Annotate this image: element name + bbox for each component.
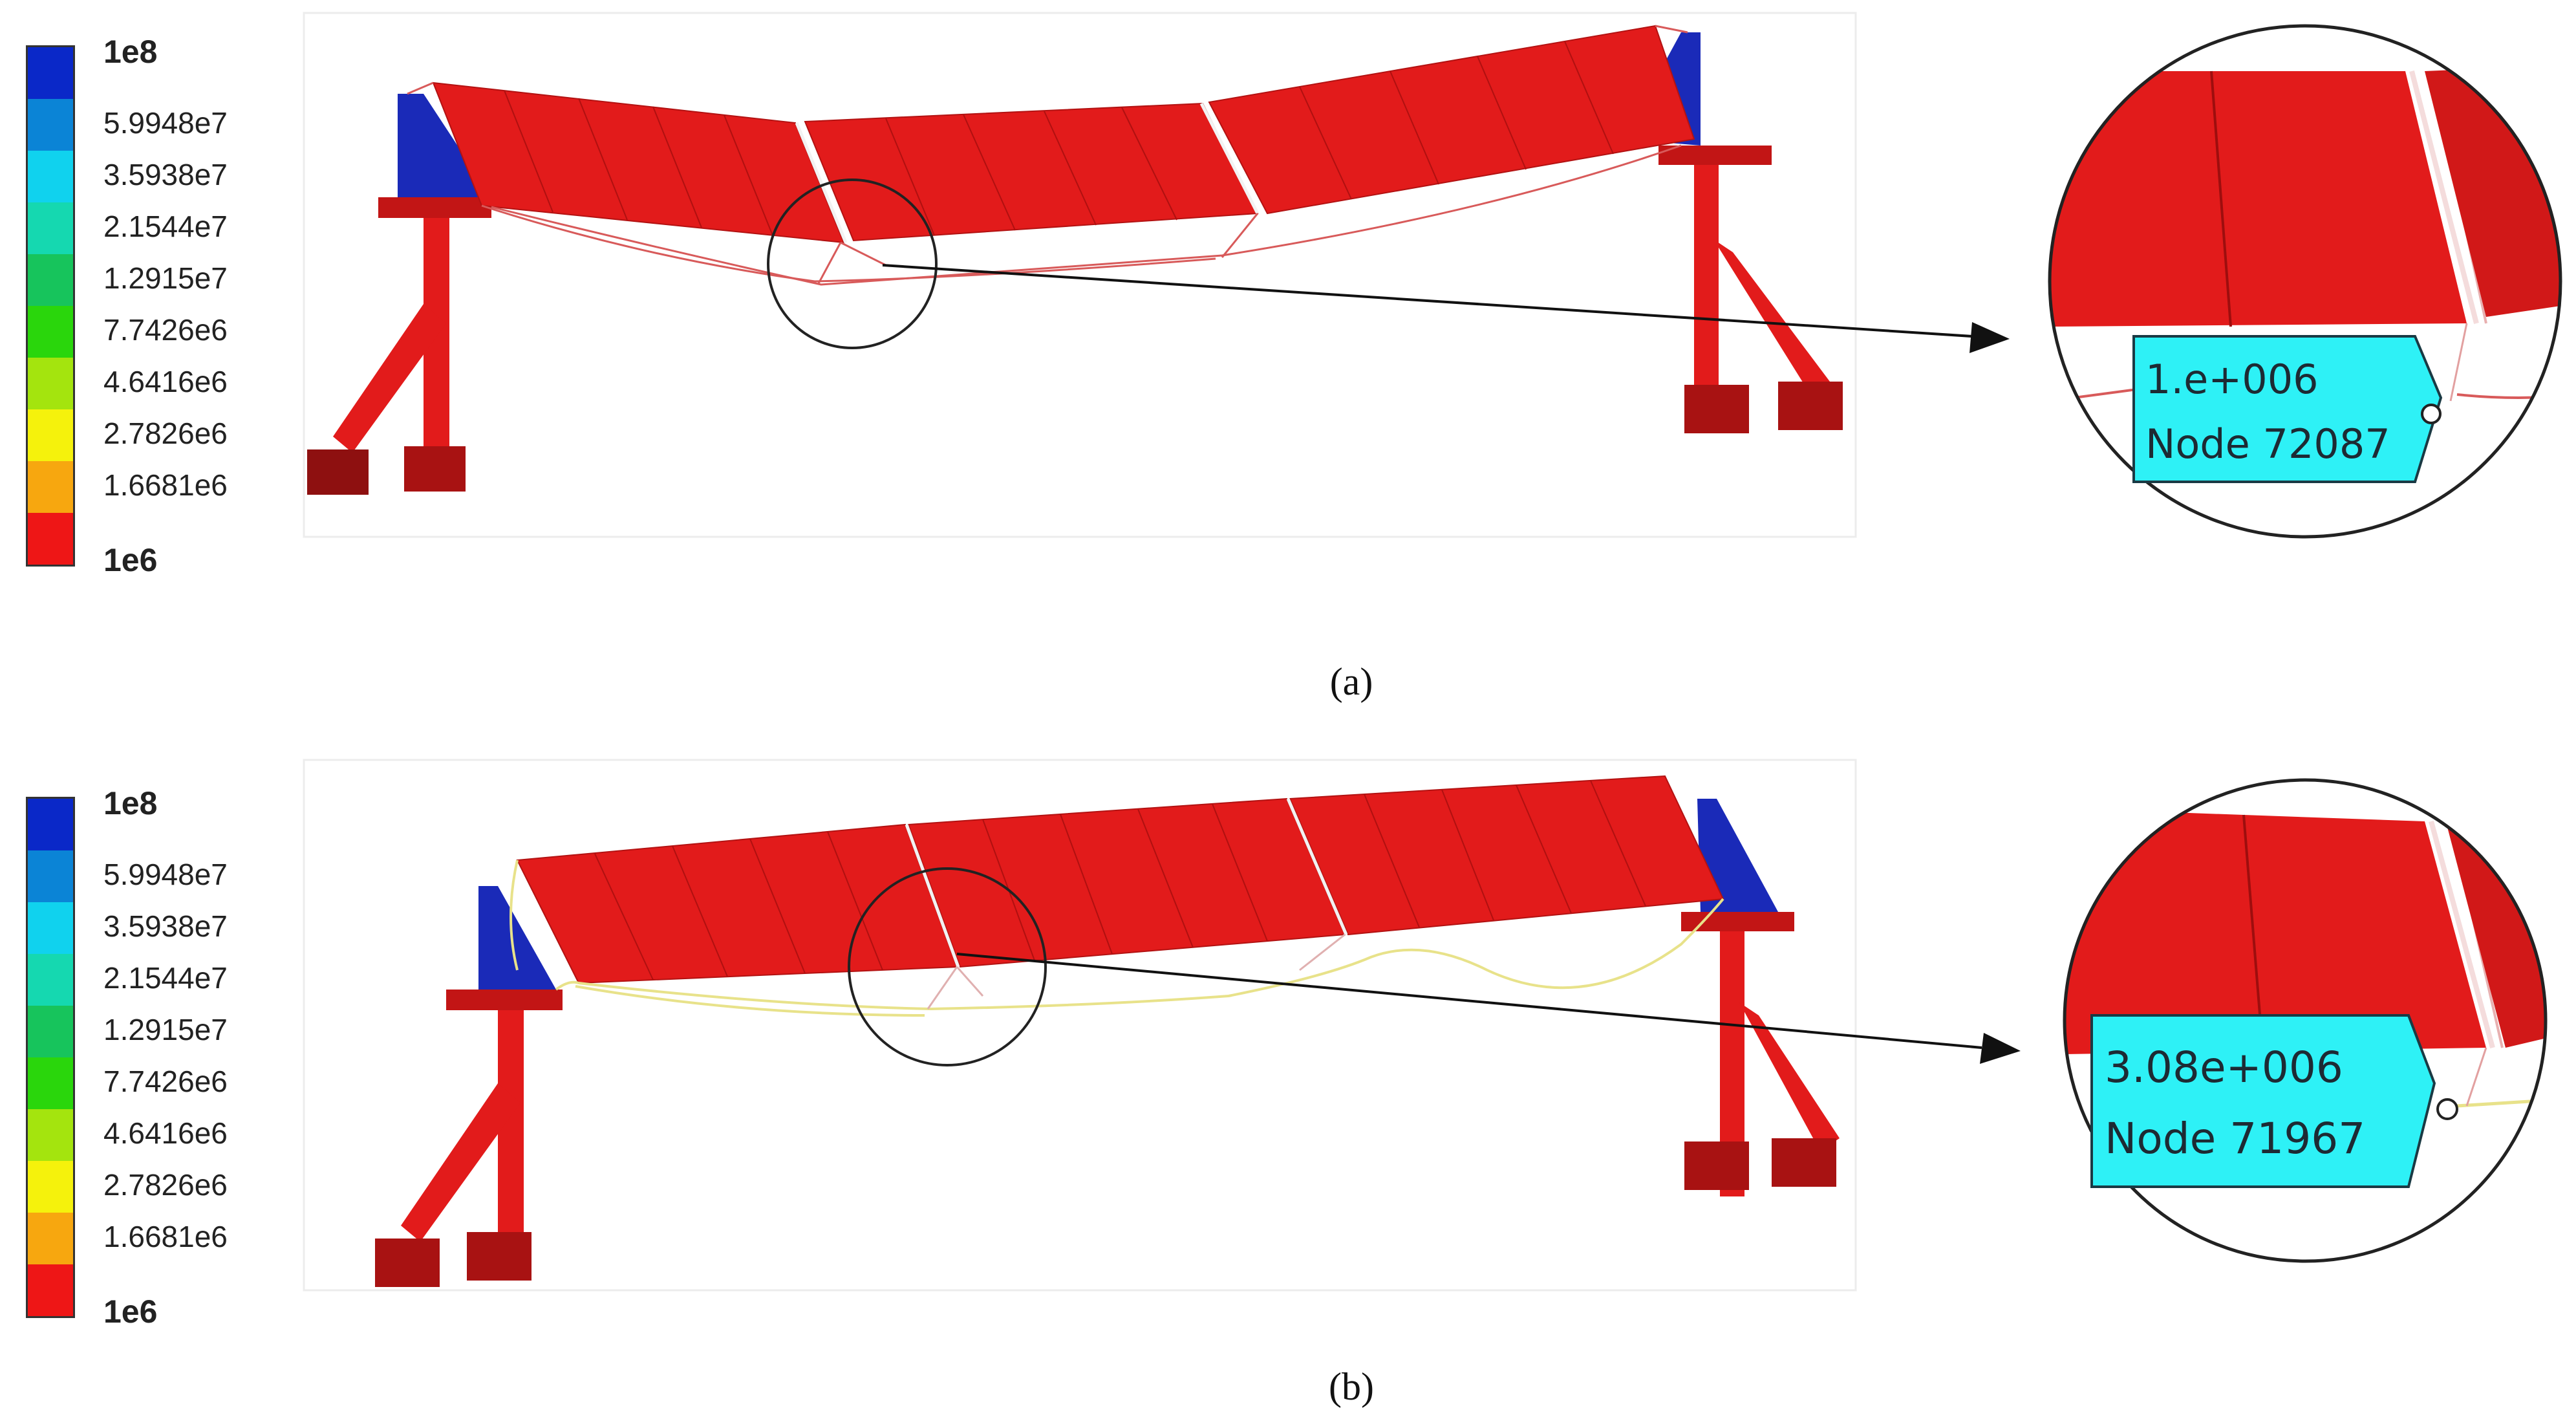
legend-label: 2.7826e6: [103, 416, 228, 450]
magnified-view-b: 3.08e+006 Node 71967: [2063, 778, 2548, 1263]
probe-value-b: 3.08e+006: [2105, 1043, 2343, 1092]
legend-label: 1e8: [103, 785, 158, 821]
legend-swatch: [28, 850, 73, 902]
probe-node-a: Node 72087: [2145, 420, 2390, 468]
legend-label: 7.7426e6: [103, 313, 228, 347]
legend-swatch: [28, 202, 73, 254]
legend-label: 4.6416e6: [103, 365, 228, 398]
pointer-arrow-b: [956, 953, 2021, 1064]
legend-label: 1.2915e7: [103, 261, 228, 295]
right-pylon: [1681, 799, 1840, 1196]
left-pylon: [375, 886, 563, 1287]
legend-swatch: [28, 254, 73, 306]
legend-label: 1e6: [103, 1293, 158, 1330]
probe-value-a: 1.e+006: [2145, 356, 2319, 403]
legend-label: 1e6: [103, 542, 158, 578]
legend-swatches-a: [26, 45, 75, 567]
probe-node-b: Node 71967: [2105, 1114, 2365, 1163]
legend-label: 2.7826e6: [103, 1168, 228, 1202]
legend-label: 4.6416e6: [103, 1116, 228, 1150]
legend-swatches-b: [26, 797, 75, 1318]
focus-circle-b: [848, 867, 1047, 1066]
legend-swatch: [28, 358, 73, 409]
focus-circle-a: [767, 178, 938, 349]
legend-label: 5.9948e7: [103, 858, 228, 891]
legend-swatch: [28, 902, 73, 954]
panel-a: 1.e+006 Node 72087 1e8 5.9948e7 3.5938e7 2.…: [0, 0, 2576, 711]
cables-a: [407, 25, 1688, 286]
right-pylon: [1623, 32, 1843, 433]
legend-swatch: [28, 1161, 73, 1213]
legend-label: 1.6681e6: [103, 468, 228, 502]
probe-tag-b: 3.08e+006 Node 71967: [2090, 1014, 2458, 1188]
legend-swatch: [28, 1006, 73, 1057]
legend-label: 1.2915e7: [103, 1013, 228, 1046]
legend-label: 3.5938e7: [103, 158, 228, 191]
legend-label: 5.9948e7: [103, 106, 228, 140]
legend-swatch: [28, 47, 73, 99]
magnified-view-a: 1.e+006 Node 72087: [2048, 24, 2562, 539]
legend-swatch: [28, 461, 73, 513]
legend-swatch: [28, 513, 73, 565]
legend-swatch: [28, 1057, 73, 1109]
probe-tag-a: 1.e+006 Node 72087: [2132, 335, 2443, 483]
legend-swatch: [28, 151, 73, 202]
legend-swatch: [28, 1109, 73, 1161]
legend-label: 7.7426e6: [103, 1065, 228, 1098]
legend-swatch: [28, 954, 73, 1006]
legend-swatch: [28, 306, 73, 358]
panel-b: 3.08e+006 Node 71967 1e8 5.9948e7 3.5938e7…: [0, 711, 2576, 1428]
legend-label: 1.6681e6: [103, 1220, 228, 1253]
bridge-scene-a: 1.e+006 Node 72087: [303, 12, 2562, 539]
legend-label: 2.1544e7: [103, 210, 228, 243]
caption-b: (b): [1329, 1365, 1374, 1408]
legend-label: 3.5938e7: [103, 909, 228, 943]
legend-swatch: [28, 409, 73, 461]
legend-swatch: [28, 799, 73, 850]
legend-swatch: [28, 99, 73, 151]
deck-b: [516, 775, 1724, 984]
legend-label: 2.1544e7: [103, 961, 228, 995]
legend-swatch: [28, 1264, 73, 1316]
legend-swatch: [28, 1213, 73, 1264]
caption-a: (a): [1329, 660, 1373, 703]
legend-label: 1e8: [103, 34, 158, 70]
pointer-arrow-a: [882, 264, 2010, 353]
bridge-scene-b: 3.08e+006 Node 71967: [303, 759, 2548, 1292]
